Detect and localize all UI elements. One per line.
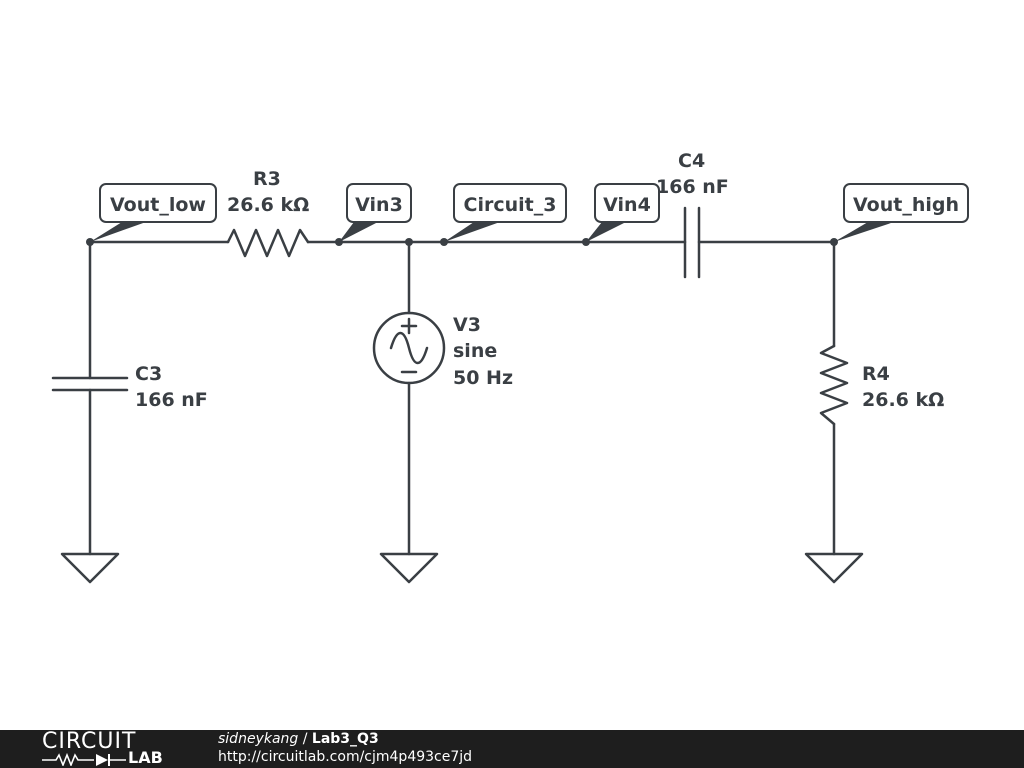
ground-c3 (60, 552, 120, 584)
capacitor-c4[interactable] (683, 206, 701, 279)
net-label-vout-high[interactable]: Vout_high (834, 183, 969, 242)
vout-high-text: Vout_high (853, 194, 959, 216)
logo-text-bottom: LAB (128, 748, 163, 767)
vin4-text: Vin4 (603, 194, 651, 216)
c4-value: 166 nF (656, 176, 729, 198)
v3-name: V3 (453, 314, 481, 336)
breadcrumb-separator: / (298, 731, 312, 747)
v3-frequency: 50 Hz (453, 367, 513, 389)
project-url[interactable]: http://circuitlab.com/cjm4p493ce7jd (218, 749, 473, 765)
capacitor-c3[interactable] (51, 376, 129, 392)
c3-value: 166 nF (135, 389, 208, 411)
schematic-canvas: R3 26.6 kΩ C4 166 nF C3 166 nF V3 sine 5… (51, 150, 969, 584)
net-label-vin4[interactable]: Vin4 (586, 183, 660, 242)
logo-resistor-diode-icon (42, 752, 126, 766)
net-label-vin3[interactable]: Vin3 (339, 183, 412, 242)
vin3-text: Vin3 (355, 194, 403, 216)
c3-name: C3 (135, 363, 162, 385)
r3-name: R3 (253, 168, 281, 190)
footer-bar: CIRCUIT LAB sidneykang / Lab3_Q3 http://… (0, 730, 1024, 768)
logo-text-top: CIRCUIT (42, 729, 137, 754)
c4-name: C4 (678, 150, 705, 172)
sine-source-v3[interactable] (372, 311, 446, 385)
ground-v3 (379, 552, 439, 584)
resistor-r3[interactable] (226, 228, 310, 258)
ground-r4 (804, 552, 864, 584)
breadcrumb-user[interactable]: sidneykang (218, 731, 299, 747)
vout-low-text: Vout_low (110, 194, 206, 216)
v3-type: sine (453, 340, 497, 362)
circuit-3-text: Circuit_3 (464, 194, 557, 216)
breadcrumb: sidneykang / Lab3_Q3 (218, 731, 379, 748)
r3-value: 26.6 kΩ (227, 194, 309, 216)
net-label-vout-low[interactable]: Vout_low (90, 183, 217, 242)
r4-value: 26.6 kΩ (862, 389, 944, 411)
circuitlab-logo[interactable]: CIRCUIT LAB (42, 729, 182, 767)
resistor-r4[interactable] (819, 344, 849, 426)
net-label-circuit-3[interactable]: Circuit_3 (444, 183, 567, 242)
wires (88, 240, 836, 556)
breadcrumb-project[interactable]: Lab3_Q3 (311, 731, 379, 747)
r4-name: R4 (862, 363, 890, 385)
